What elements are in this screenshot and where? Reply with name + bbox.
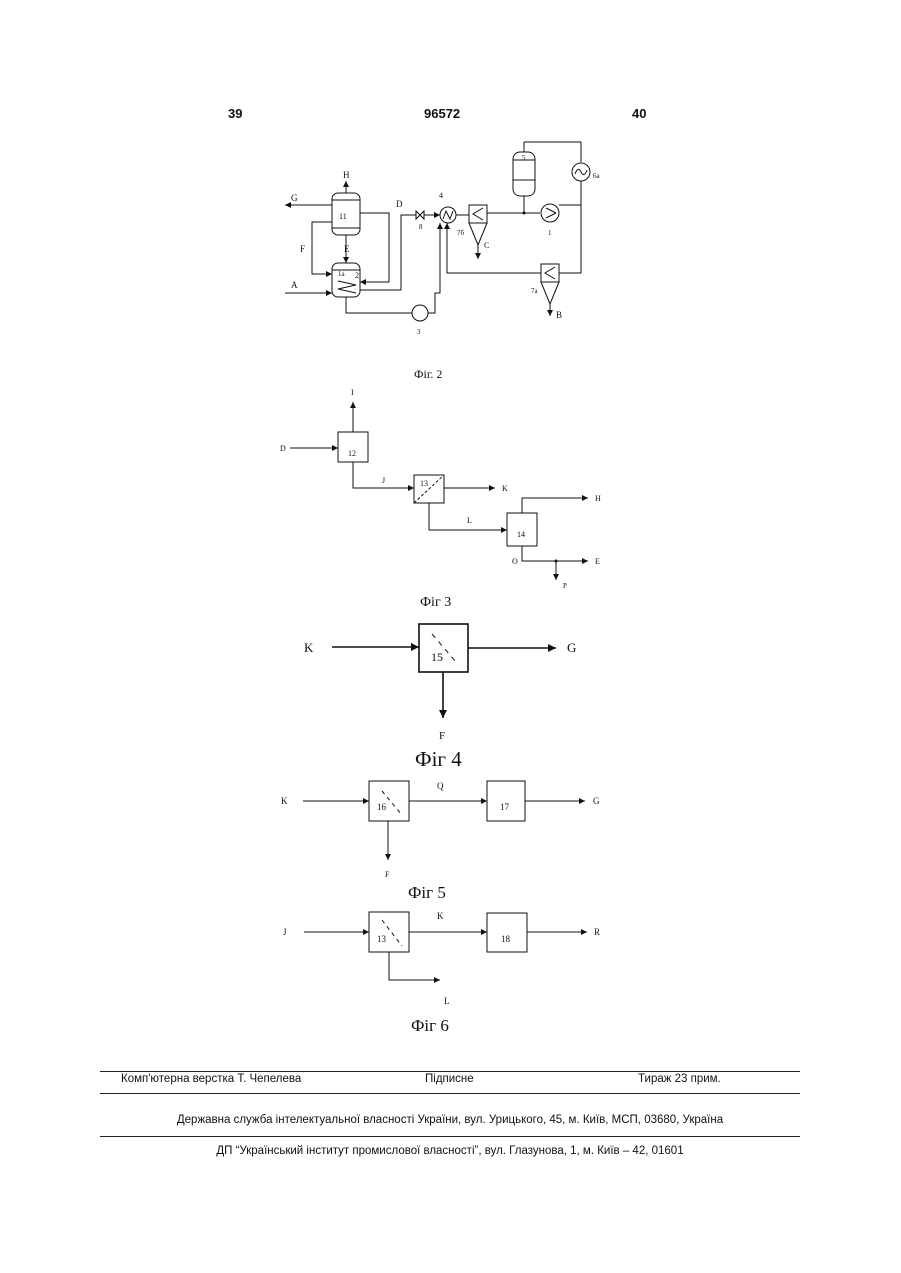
footer-rule-middle [100,1093,800,1094]
stream-l-label: L [467,516,472,525]
unit-12-label: 12 [348,449,356,458]
filter-7b [469,205,487,223]
figure-4-caption: Фіг 4 [415,747,462,771]
institute-address: ДП “Український інститут промислової вла… [100,1145,800,1157]
membrane-16 [369,781,409,821]
stream-g-label: G [291,193,298,203]
stream-k-label: K [502,484,508,493]
pump-1 [541,204,559,222]
stream-i-label: I [351,388,354,397]
circulation-note: Тираж 23 прим. [638,1073,721,1085]
unit-17-label: 17 [500,802,510,812]
figures-canvas: H G 11 F E 1a 2 A D 8 4 7б C 5 6а 1 7а B… [0,0,901,1060]
figure-4: K 15 G F Фіг 4 [304,624,576,771]
unit-11-label: 11 [339,212,347,221]
stream-j-label: J [283,927,287,937]
stream-e-label: E [344,244,350,254]
stream-k-label: K [281,796,288,806]
figure-6: J 13 K 18 R L Фіг 6 [283,911,600,1035]
stream-g-label: G [593,796,600,806]
unit-13-label: 13 [377,934,387,944]
stream-k-label: K [304,640,314,655]
unit-4-label: 4 [439,191,443,200]
unit-8-label: 8 [419,223,423,231]
block-18 [487,913,527,952]
footer-rule-top [100,1071,800,1072]
figure-3: I D 12 J 13 K L 14 H O E P Фіг 3 [280,388,601,610]
figure-5-caption: Фіг 5 [408,883,446,902]
layout-credit: Комп'ютерна верстка Т. Чепелева [121,1073,301,1085]
unit-2-label: 2 [355,271,359,280]
stream-b-label: B [556,310,562,320]
unit-13-label: 13 [420,479,428,488]
unit-16-label: 16 [377,802,387,812]
figure-5: K 16 Q 17 G F Фіг 5 [281,781,600,902]
vessel-1a [332,263,360,297]
unit-7a-label: 7а [531,287,539,295]
signed-note: Підписне [425,1073,474,1085]
stream-d-label: D [280,444,286,453]
block-17 [487,781,525,821]
unit-5-label: 5 [522,154,526,162]
stream-p-label: P [563,582,567,590]
filter-7a [541,264,559,282]
stream-f-label: F [439,730,445,742]
valve-8 [416,211,424,219]
unit-6a-label: 6а [593,172,601,180]
stream-f-label: F [300,244,305,254]
figure-2: H G 11 F E 1a 2 A D 8 4 7б C 5 6а 1 7а B… [285,142,601,381]
stream-q-label: Q [437,781,444,791]
stream-j-label: J [382,476,385,485]
unit-7b-label: 7б [457,229,465,237]
stream-o-label: O [512,557,518,566]
unit-18-label: 18 [501,934,511,944]
footer-rule-bottom [100,1136,800,1137]
stream-l-label: L [444,996,450,1006]
stream-e-label: E [595,557,600,566]
stream-d-label: D [396,199,403,209]
unit-3-label: 3 [417,328,421,336]
figure-3-caption: Фіг 3 [420,595,451,610]
figure-2-caption: Фіг. 2 [414,367,442,381]
unit-1-label: 1 [548,229,552,237]
stream-r-label: R [594,927,600,937]
stream-h-label: H [595,494,601,503]
stream-g-label: G [567,640,576,655]
stream-h-label: H [343,170,350,180]
pump-3 [412,305,428,321]
unit-14-label: 14 [517,530,525,539]
stream-f-label: F [385,870,390,879]
stream-a-label: A [291,280,298,290]
membrane-13 [369,912,409,952]
agency-address: Державна служба інтелектуальної власност… [100,1114,800,1126]
figure-6-caption: Фіг 6 [411,1016,449,1035]
unit-15-label: 15 [431,650,443,664]
unit-1a-label: 1a [338,270,346,278]
stream-c-label: C [484,241,489,250]
stream-k-label: K [437,911,444,921]
membrane-15 [419,624,468,672]
